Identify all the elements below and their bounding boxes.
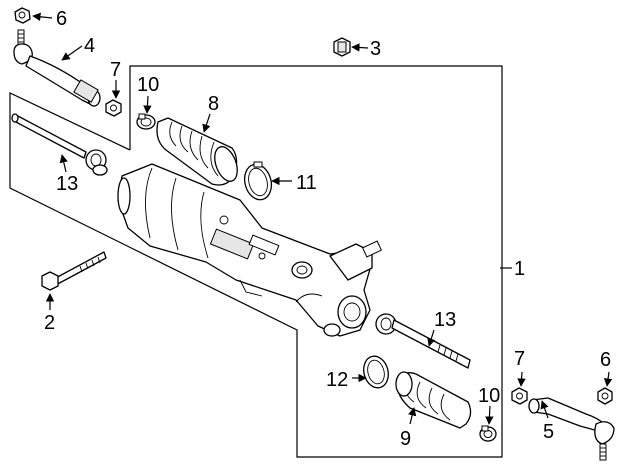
nut-part-7-left [105, 99, 122, 117]
steering-gear-housing-part-1 [117, 163, 383, 337]
clamp-part-10-bottom [479, 425, 497, 442]
callout-7-right: 7 [514, 348, 525, 370]
tie-rod-end-part-5 [528, 397, 615, 461]
tie-rod-end-part-4 [13, 29, 101, 107]
callout-11: 11 [296, 172, 317, 194]
callout-3: 3 [370, 38, 381, 60]
boot-part-8 [156, 117, 238, 186]
assembly-outline [9, 65, 503, 458]
clamp-part-10-top [136, 113, 156, 130]
callout-2: 2 [44, 312, 55, 334]
callout-6-top-left: 6 [56, 8, 67, 30]
callout-12: 12 [326, 369, 348, 391]
nut-part-6-right [597, 387, 613, 405]
inner-tie-rod-part-13-left [11, 113, 108, 176]
callout-1: 1 [514, 258, 525, 280]
leader-lines [32, 12, 613, 425]
callout-6-right: 6 [600, 349, 611, 371]
callout-7-top-left: 7 [110, 59, 121, 81]
callout-10-top: 10 [137, 74, 159, 96]
callout-10-bottom: 10 [478, 385, 500, 407]
clamp-ring-part-11 [243, 161, 273, 201]
nut-part-7-right [511, 387, 528, 405]
clamp-ring-part-12 [363, 355, 389, 389]
boot-part-9 [395, 371, 472, 429]
callout-8: 8 [208, 93, 219, 115]
callout-13-left: 13 [56, 173, 78, 195]
clip-part-3 [333, 37, 351, 57]
callout-9: 9 [400, 428, 411, 450]
bolt-part-2 [41, 251, 107, 291]
nut-part-6-left [14, 7, 31, 24]
callout-13-right: 13 [434, 309, 456, 331]
callout-labels: 6 4 7 10 8 3 11 13 1 2 13 12 9 10 7 6 5 [44, 8, 611, 450]
callout-5: 5 [543, 421, 554, 443]
callout-4: 4 [84, 35, 95, 57]
